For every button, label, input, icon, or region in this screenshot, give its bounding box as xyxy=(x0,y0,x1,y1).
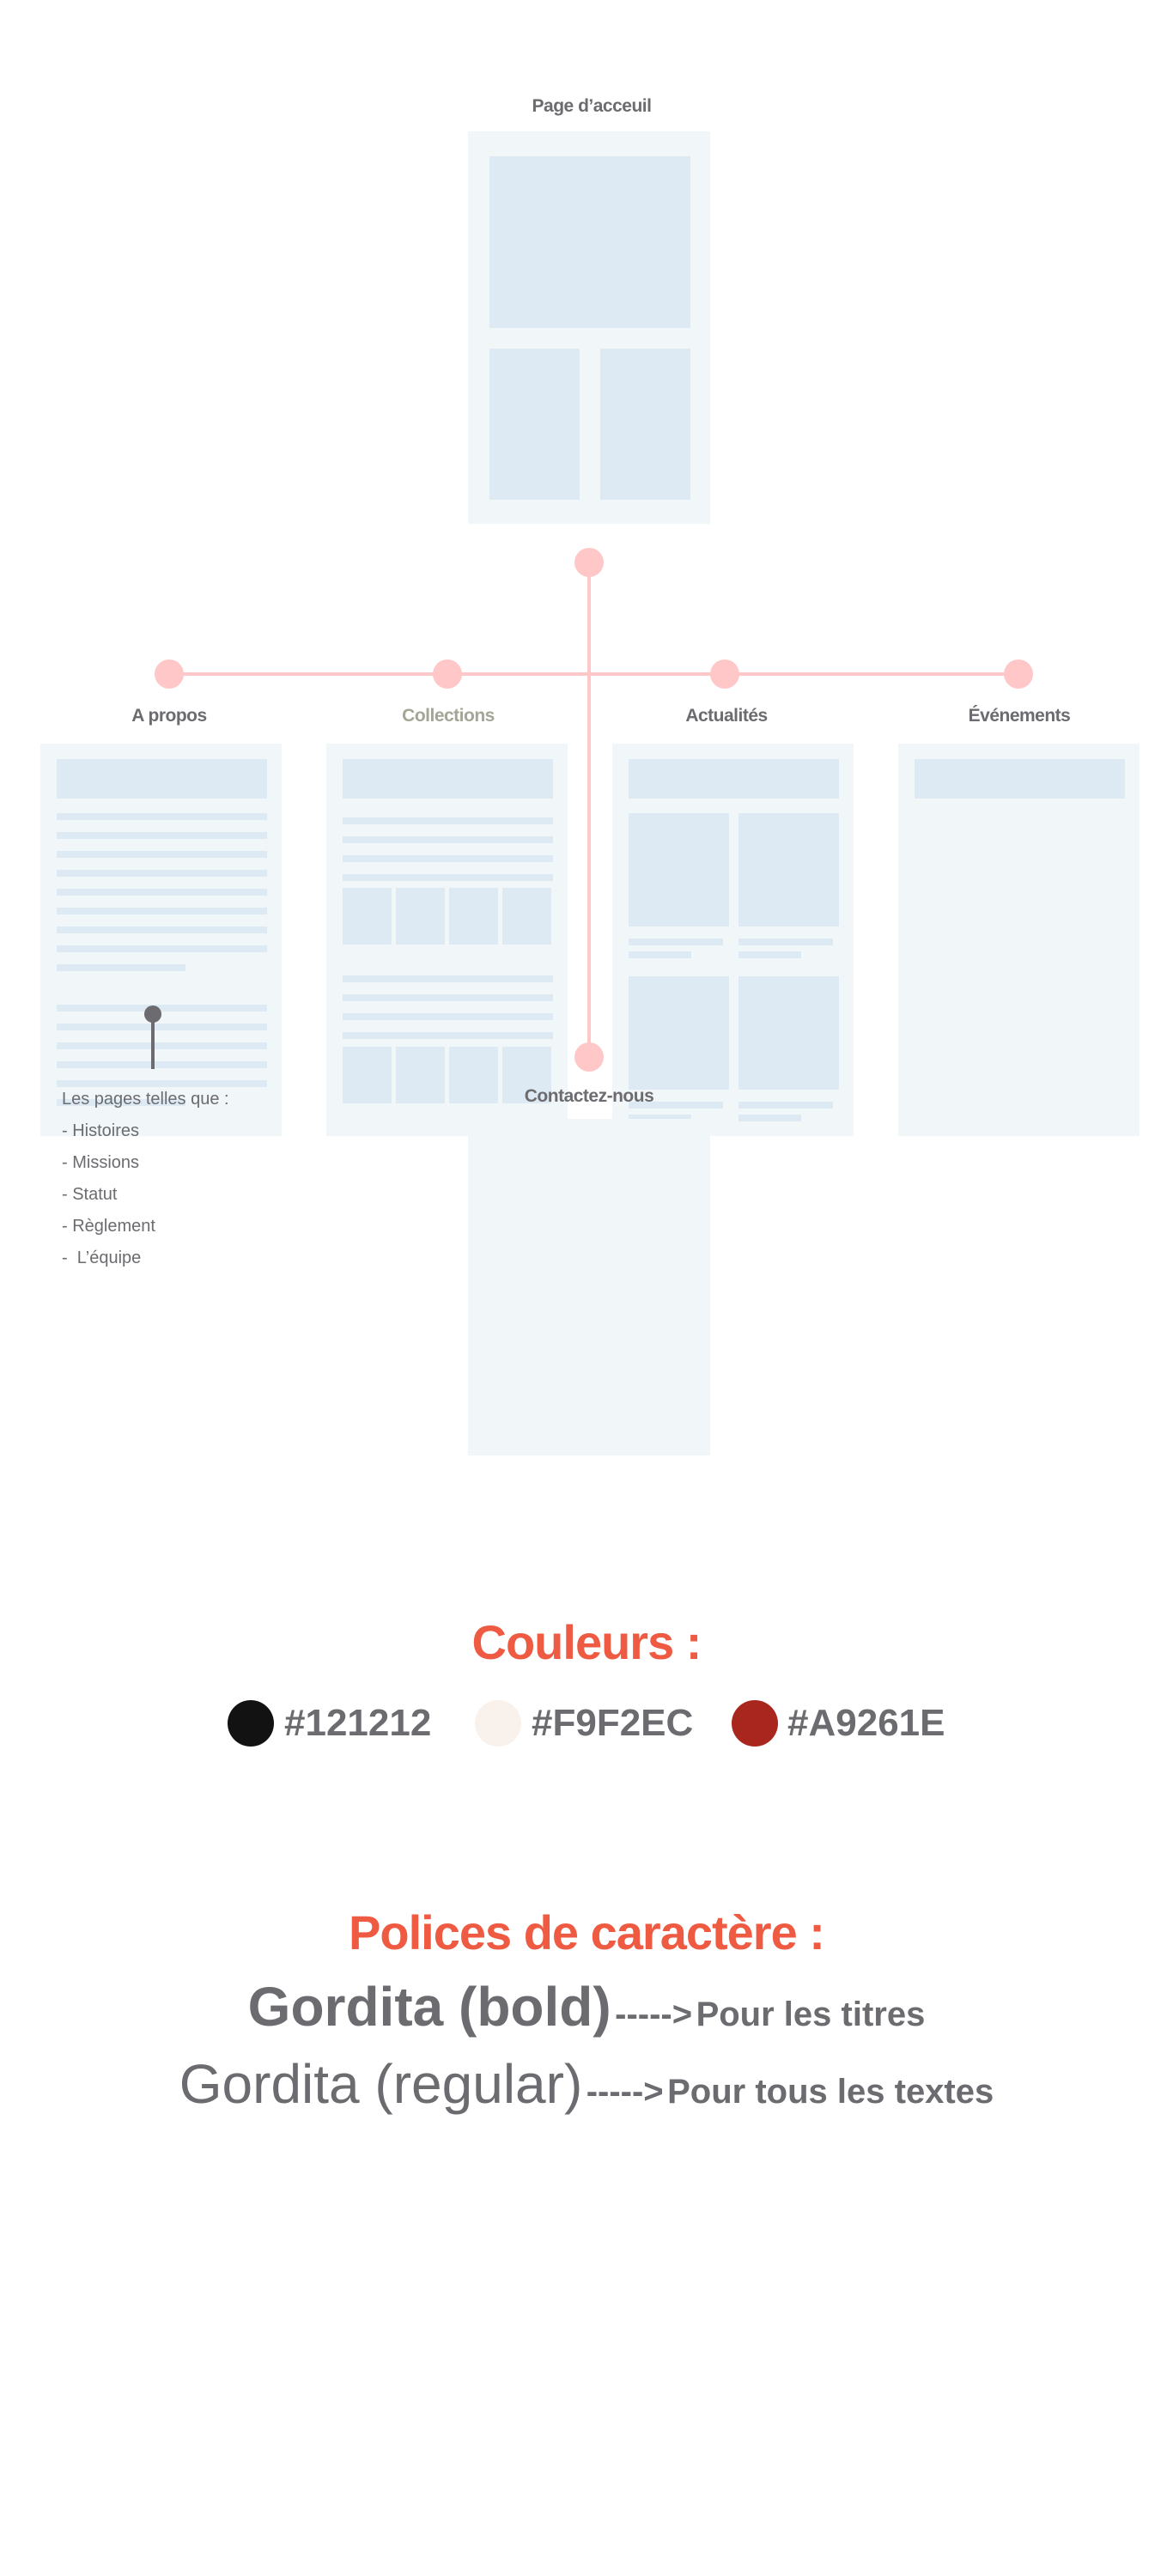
text-line xyxy=(738,951,801,958)
header-block xyxy=(915,759,1125,799)
text-line xyxy=(57,927,267,933)
note-item: - Histoires xyxy=(62,1121,140,1140)
text-line xyxy=(57,889,267,896)
contact-wireframe xyxy=(468,1119,710,1455)
text-line xyxy=(57,1042,267,1049)
note-intro: Les pages telles que : xyxy=(62,1090,229,1109)
text-line xyxy=(343,1032,553,1039)
note-item: - Missions xyxy=(62,1153,140,1172)
text-line xyxy=(57,1061,267,1068)
thumb-block xyxy=(449,888,498,945)
font-sample-bold: Gordita (bold) xyxy=(247,1976,611,2038)
page-label-collections: Collections xyxy=(402,706,495,726)
font-row-bold: Gordita (bold) -----> Pour les titres xyxy=(0,1975,1173,2038)
connector-horizontal xyxy=(169,672,1018,676)
content-block xyxy=(600,349,690,500)
node-collections xyxy=(433,659,462,689)
text-line xyxy=(343,975,553,982)
evenements-wireframe xyxy=(898,744,1140,1136)
text-line xyxy=(57,945,267,952)
header-block xyxy=(629,759,839,799)
text-line xyxy=(343,817,553,824)
color-swatch xyxy=(475,1700,521,1747)
color-hex: #F9F2EC xyxy=(532,1702,694,1744)
content-block xyxy=(489,349,580,500)
text-line xyxy=(57,964,185,971)
text-line xyxy=(343,994,553,1001)
thumb-block xyxy=(449,1047,498,1103)
home-page-wireframe xyxy=(468,131,710,524)
actualites-wireframe xyxy=(612,744,854,1136)
contact-label: Contactez-nous xyxy=(524,1086,654,1106)
font-usage: Pour les titres xyxy=(696,1996,926,2033)
text-line xyxy=(343,874,553,881)
note-pin-head xyxy=(144,1005,161,1023)
text-line xyxy=(738,1102,833,1109)
fonts-title: Polices de caractère : xyxy=(349,1905,825,1959)
thumb-block xyxy=(502,888,551,945)
header-block xyxy=(343,759,553,799)
text-line xyxy=(343,855,553,862)
note-item: - L’équipe xyxy=(62,1249,142,1267)
page-label-a-propos: A propos xyxy=(131,706,207,726)
news-image-block xyxy=(629,813,729,927)
header-block xyxy=(57,759,267,799)
color-swatch xyxy=(732,1700,778,1747)
text-line xyxy=(629,939,723,945)
color-hex: #121212 xyxy=(284,1702,432,1744)
news-image-block xyxy=(738,813,839,927)
text-line xyxy=(57,1099,185,1106)
text-line xyxy=(738,1115,801,1121)
note-pin-line xyxy=(151,1018,155,1069)
hero-block xyxy=(489,156,690,328)
text-line xyxy=(57,908,267,914)
font-sample-regular: Gordita (regular) xyxy=(179,2053,583,2115)
font-usage: Pour tous les textes xyxy=(667,2073,994,2111)
thumb-block xyxy=(396,888,445,945)
text-line xyxy=(57,870,267,877)
text-line xyxy=(57,1080,267,1087)
news-image-block xyxy=(738,976,839,1090)
color-hex: #A9261E xyxy=(787,1702,945,1744)
text-line xyxy=(738,939,833,945)
thumb-block xyxy=(502,1047,551,1103)
connector-vertical xyxy=(587,562,591,1057)
node-actualites xyxy=(710,659,739,689)
font-row-regular: Gordita (regular) -----> Pour tous les t… xyxy=(0,2052,1173,2116)
page-label-evenements: Événements xyxy=(968,706,1071,726)
node-evenements xyxy=(1004,659,1033,689)
thumb-block xyxy=(343,888,392,945)
page-label-actualites: Actualités xyxy=(685,706,768,726)
note-item: - Statut xyxy=(62,1185,118,1204)
color-swatch xyxy=(228,1700,274,1747)
text-line xyxy=(629,951,691,958)
news-image-block xyxy=(629,976,729,1090)
home-node xyxy=(574,548,604,577)
collections-wireframe xyxy=(326,744,568,1136)
text-line xyxy=(57,1024,267,1030)
note-item: - Règlement xyxy=(62,1217,155,1236)
colors-title: Couleurs : xyxy=(471,1615,702,1669)
text-line xyxy=(57,813,267,820)
home-label: Page d’acceuil xyxy=(532,96,652,116)
text-line xyxy=(57,832,267,839)
text-line xyxy=(629,1115,691,1121)
arrow: -----> xyxy=(615,1996,693,2033)
arrow: -----> xyxy=(586,2073,664,2111)
thumb-block xyxy=(343,1047,392,1103)
a-propos-wireframe xyxy=(40,744,282,1136)
text-line xyxy=(57,1005,267,1012)
contact-node xyxy=(574,1042,604,1072)
text-line xyxy=(629,1102,723,1109)
text-line xyxy=(343,836,553,843)
text-line xyxy=(57,851,267,858)
text-line xyxy=(343,1013,553,1020)
node-a-propos xyxy=(155,659,184,689)
thumb-block xyxy=(396,1047,445,1103)
about-note: Les pages telles que : - Histoires - Mis… xyxy=(62,1084,229,1274)
